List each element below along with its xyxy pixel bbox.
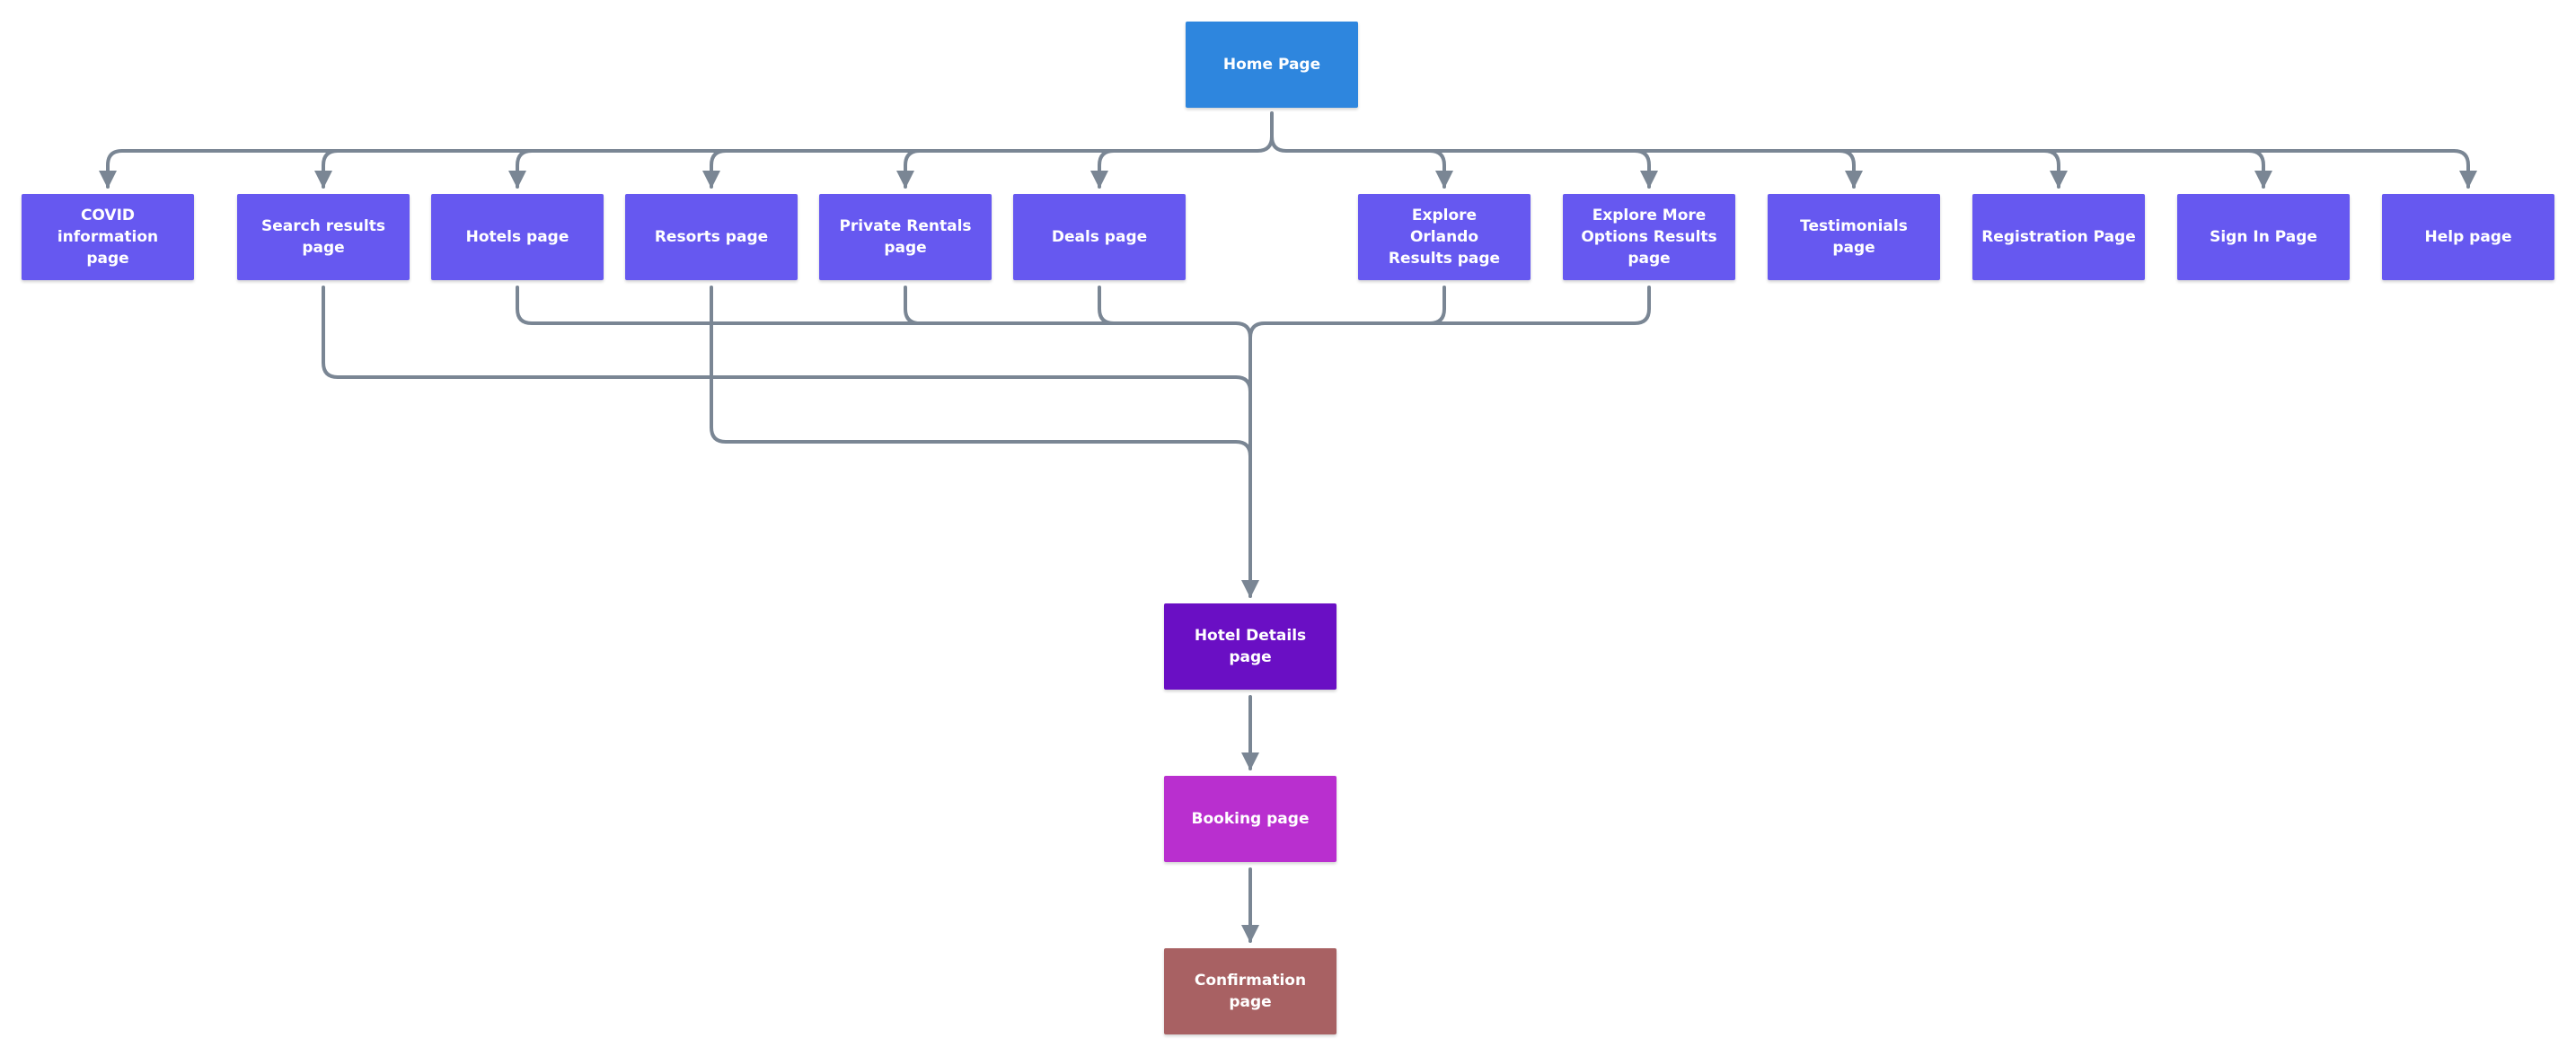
search-results-page-node: Search results page [237, 194, 410, 280]
connector-home-to-rentals [896, 149, 922, 189]
hotel-details-page-label: Hotel Details page [1194, 627, 1307, 666]
explore-orlando-results-page-node: Explore Orlando Results page [1358, 194, 1531, 280]
booking-page-label: Booking page [1191, 810, 1310, 828]
confirmation-page-node: Confirmation page [1164, 948, 1337, 1034]
private-rentals-page-node: Private Rentals page [819, 194, 992, 280]
connector-home-to-help [2452, 149, 2477, 189]
connector-more-to-details [1248, 286, 1651, 339]
confirmation-page-label: Confirmation page [1194, 972, 1307, 1011]
deals-page-label: Deals page [1051, 228, 1148, 246]
connector-home-to-resorts [702, 149, 728, 189]
home-bus-connector [120, 111, 2456, 153]
connector-home-to-signin [2247, 149, 2272, 189]
help-page-node: Help page [2382, 194, 2554, 280]
connector-deals-to-details [1098, 286, 1116, 325]
covid-information-page-node: COVID information page [22, 194, 194, 280]
connector-home-to-more [1633, 149, 1658, 189]
connector-rentals-to-details [904, 286, 922, 325]
hotels-page-node: Hotels page [431, 194, 604, 280]
hotel-details-page-node: Hotel Details page [1164, 603, 1337, 690]
explore-more-options-results-page-node: Explore More Options Results page [1563, 194, 1735, 280]
connector-home-to-covid [99, 149, 124, 189]
registration-page-node: Registration Page [1972, 194, 2145, 280]
explore-orlando-results-page-label: Explore Orlando Results page [1388, 207, 1501, 268]
covid-information-page-label: COVID information page [57, 207, 159, 268]
connector-orlando-to-details [1428, 286, 1446, 325]
hotels-page-label: Hotels page [465, 228, 569, 246]
search-results-page-label: Search results page [261, 217, 385, 257]
resorts-page-label: Resorts page [654, 228, 769, 246]
testimonials-page-node: Testimonials page [1768, 194, 1940, 280]
connector-search-to-details [322, 286, 1252, 393]
resorts-page-node: Resorts page [625, 194, 798, 280]
help-page-label: Help page [2424, 228, 2512, 246]
sign-in-page-node: Sign In Page [2177, 194, 2350, 280]
private-rentals-page-label: Private Rentals page [839, 217, 972, 257]
connector-home-to-testimonials [1838, 149, 1863, 189]
home-page-node: Home Page [1186, 22, 1358, 108]
booking-page-node: Booking page [1164, 776, 1337, 862]
connector-hotels-to-details [516, 286, 1252, 339]
connector-home-to-registration [2042, 149, 2068, 189]
explore-more-options-results-page-label: Explore More Options Results page [1581, 207, 1717, 268]
sign-in-page-label: Sign In Page [2210, 228, 2317, 246]
connector-resorts-to-details [710, 286, 1252, 458]
registration-page-label: Registration Page [1981, 228, 2136, 246]
connector-home-to-deals [1090, 149, 1116, 189]
connector-home-to-hotels [508, 149, 534, 189]
connector-home-to-orlando [1428, 149, 1453, 189]
home-page-label: Home Page [1222, 56, 1321, 74]
deals-page-node: Deals page [1013, 194, 1186, 280]
testimonials-page-label: Testimonials page [1800, 217, 1908, 257]
connector-home-to-search [314, 149, 340, 189]
